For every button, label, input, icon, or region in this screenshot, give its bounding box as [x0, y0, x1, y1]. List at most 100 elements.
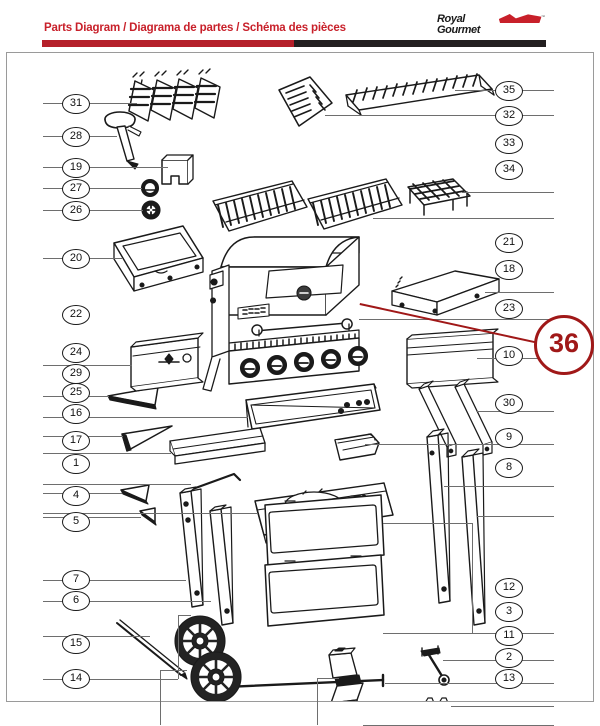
part-igniter-button [140, 178, 160, 198]
logo-text-royal: Royal [437, 13, 465, 25]
part-side-table-lid [391, 270, 500, 316]
callout-29[interactable]: 29 [62, 364, 90, 384]
callout-2[interactable]: 2 [495, 648, 523, 668]
part-front-panel [406, 328, 499, 389]
callout-24[interactable]: 24 [62, 343, 90, 363]
callout-31[interactable]: 31 [62, 94, 90, 114]
leader-line [43, 210, 143, 211]
part-cooking-grate-right [307, 178, 403, 230]
callout-1[interactable]: 1 [62, 454, 90, 474]
part-igniter-knob-assembly [104, 111, 142, 170]
callout-17[interactable]: 17 [62, 431, 90, 451]
callout-16[interactable]: 16 [62, 404, 90, 424]
diagram-frame [6, 52, 594, 726]
part-shelf-bracket-upper [107, 386, 159, 410]
part-front-leg-right [209, 504, 234, 626]
part-bottom-shelf [169, 427, 266, 465]
callout-21[interactable]: 21 [495, 233, 523, 253]
leader-line [43, 484, 191, 485]
leader-line [373, 218, 554, 219]
part-corner-bracket-left [120, 484, 150, 505]
leader-line [43, 513, 257, 514]
part-warming-rack [345, 73, 495, 116]
callout-14[interactable]: 14 [62, 669, 90, 689]
part-corner-bracket-right [139, 507, 157, 526]
part-igniter-nut [141, 200, 161, 220]
callout-33[interactable]: 33 [495, 134, 523, 154]
leader-line [383, 523, 472, 524]
callout-27[interactable]: 27 [62, 179, 90, 199]
leader-line [178, 615, 179, 679]
part-burner-tubes [127, 68, 221, 122]
part-side-shelf-lid [113, 225, 204, 292]
callout-12[interactable]: 12 [495, 578, 523, 598]
leader-line [444, 486, 554, 487]
part-side-burner-grate [407, 178, 471, 216]
callout-5[interactable]: 5 [62, 512, 90, 532]
leader-line [462, 192, 554, 193]
callout-34[interactable]: 34 [495, 160, 523, 180]
leader-line [325, 115, 554, 116]
leader-line [43, 188, 142, 189]
callout-13[interactable]: 13 [495, 669, 523, 689]
header-bar-dark [294, 40, 546, 47]
part-wheels [174, 615, 242, 701]
callout-30[interactable]: 30 [495, 394, 523, 414]
part-mounting-bracket [425, 697, 448, 701]
callout-19[interactable]: 19 [62, 158, 90, 178]
part-grease-cup [334, 433, 380, 461]
callout-20[interactable]: 20 [62, 249, 90, 269]
callout-7[interactable]: 7 [62, 570, 90, 590]
leader-line [43, 601, 211, 602]
leader-line [43, 103, 137, 104]
part-grease-tray-frame [245, 383, 381, 430]
logo-text-gourmet: Gourmet [437, 24, 481, 36]
callout-26[interactable]: 26 [62, 201, 90, 221]
flame-icon [498, 14, 543, 23]
leader-line [317, 678, 318, 725]
trademark-icon: ™ [541, 14, 545, 19]
part-control-panel [130, 332, 204, 392]
callout-3[interactable]: 3 [495, 602, 523, 622]
callout-32[interactable]: 32 [495, 106, 523, 126]
callout-18[interactable]: 18 [495, 260, 523, 280]
royal-gourmet-logo: Royal ™ Gourmet [437, 13, 545, 39]
part-rear-leg-left [426, 428, 451, 604]
leader-line [43, 453, 171, 454]
callout-10[interactable]: 10 [495, 346, 523, 366]
leader-line [317, 678, 339, 679]
page-title: Parts Diagram / Diagrama de partes / Sch… [44, 22, 346, 34]
leader-line [43, 517, 141, 518]
callout-4[interactable]: 4 [62, 486, 90, 506]
callout-15[interactable]: 15 [62, 634, 90, 654]
callout-22[interactable]: 22 [62, 305, 90, 325]
leader-line [385, 683, 554, 684]
leader-line [160, 670, 187, 671]
leader-line [383, 633, 554, 634]
callout-28[interactable]: 28 [62, 127, 90, 147]
callout-6[interactable]: 6 [62, 591, 90, 611]
part-front-leg-left [179, 486, 204, 608]
callout-25[interactable]: 25 [62, 383, 90, 403]
leader-line [178, 615, 191, 616]
callout-36-highlight[interactable]: 36 [534, 315, 594, 375]
part-grill-body [202, 236, 369, 392]
callout-35[interactable]: 35 [495, 81, 523, 101]
part-wrench-tool [420, 645, 450, 686]
part-leg-caps [328, 647, 364, 701]
leader-line [43, 679, 178, 680]
leader-line [43, 167, 168, 168]
part-axle-rod [116, 619, 188, 680]
callout-11[interactable]: 11 [495, 626, 523, 646]
header-bar-red [42, 40, 294, 47]
callout-8[interactable]: 8 [495, 458, 523, 478]
callout-9[interactable]: 9 [495, 428, 523, 448]
leader-line [160, 670, 161, 725]
leader-line [43, 636, 150, 637]
callout-23[interactable]: 23 [495, 299, 523, 319]
part-rear-leg-right [461, 448, 486, 626]
parts-diagram-page: Parts Diagram / Diagrama de partes / Sch… [6, 13, 594, 726]
part-cooking-grate-left [212, 180, 308, 232]
part-bracket-clip [161, 154, 194, 185]
leader-line [365, 444, 554, 445]
